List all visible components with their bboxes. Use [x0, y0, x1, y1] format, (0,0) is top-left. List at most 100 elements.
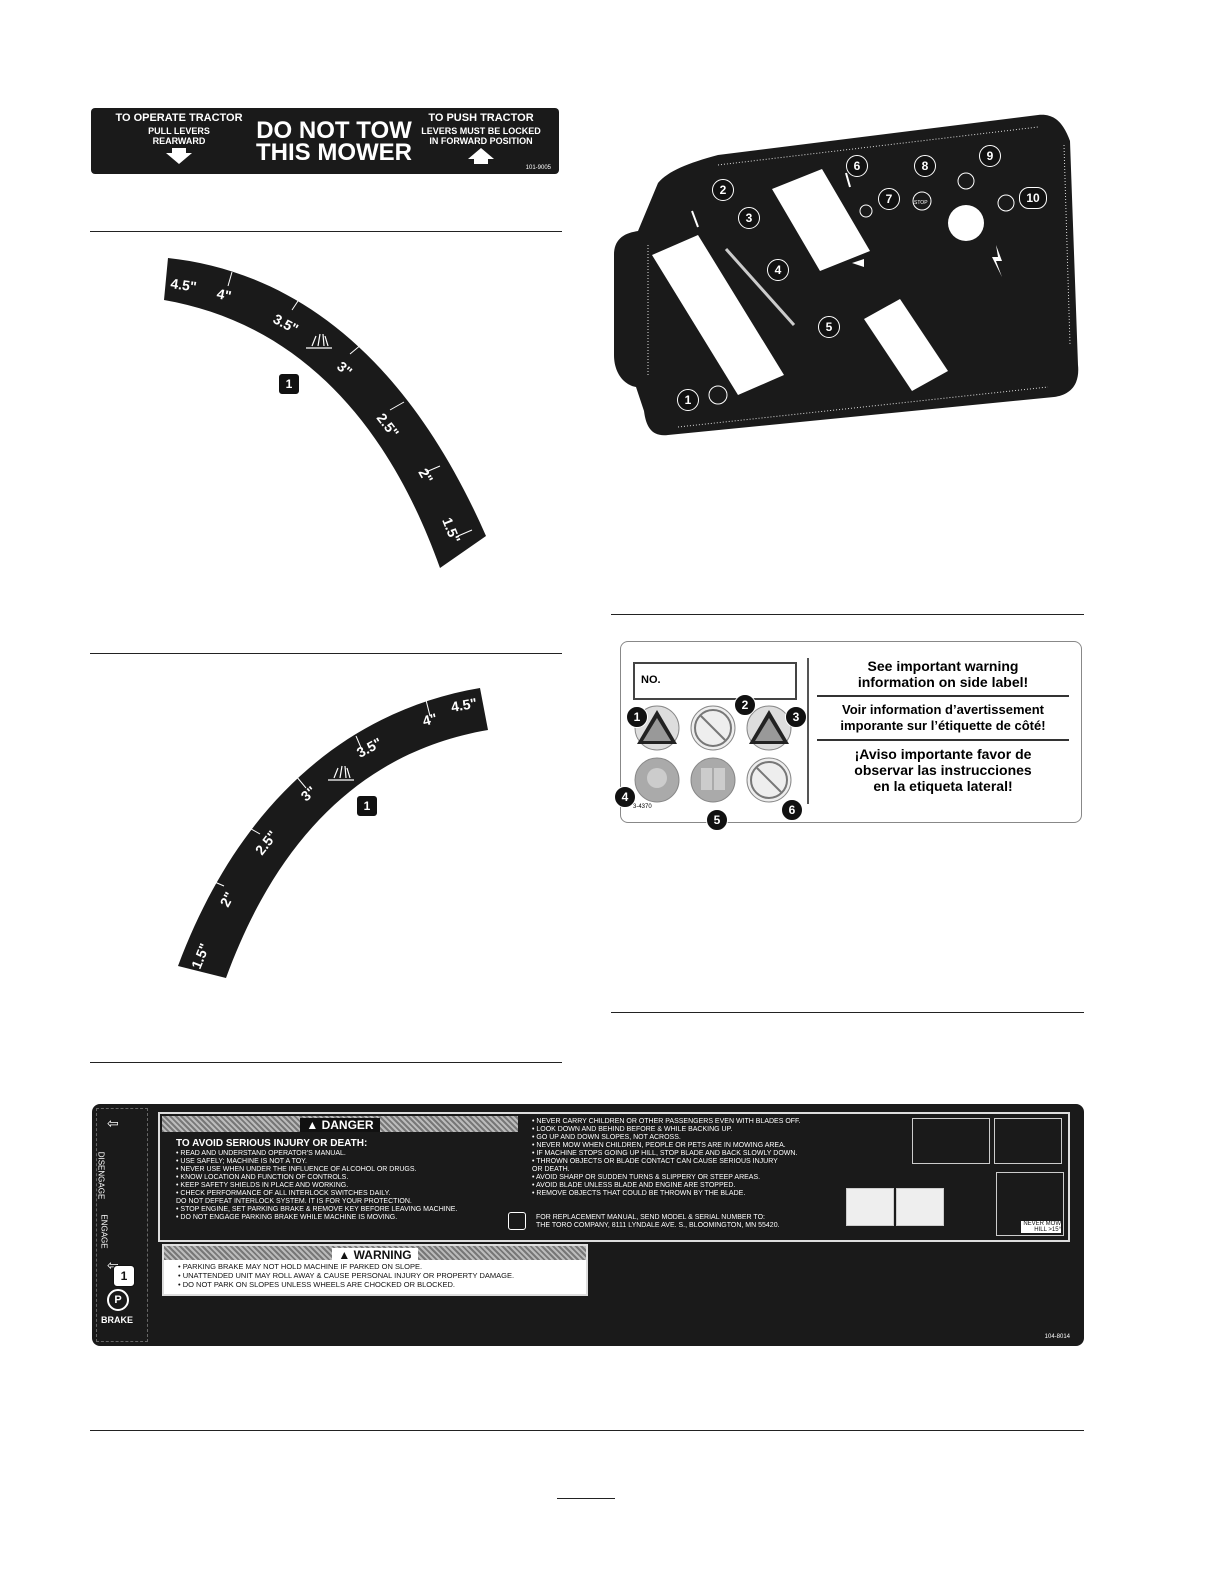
danger-bullet: • CHECK PERFORMANCE OF ALL INTERLOCK SWI…: [176, 1190, 391, 1197]
tick-label: 4.5": [170, 275, 198, 294]
push-title: TO PUSH TRACTOR: [428, 112, 534, 124]
callout-1: 1: [113, 1265, 135, 1287]
page-number-rule: [557, 1498, 615, 1499]
arrow-down-icon: [166, 148, 192, 164]
parking-brake-icon: P: [107, 1289, 129, 1311]
danger-bullet: • AVOID BLADE UNLESS BLADE AND ENGINE AR…: [532, 1182, 736, 1189]
danger-bullet: • USE SAFELY; MACHINE IS NOT A TOY.: [176, 1158, 307, 1165]
headlight-icon: [852, 259, 864, 267]
callout-8: 8: [914, 155, 936, 177]
danger-title: ▲ DANGER: [300, 1118, 380, 1132]
spanish-line1: ¡Aviso importante favor de: [854, 746, 1032, 762]
warning-title-text: WARNING: [353, 1248, 412, 1262]
blade-cut-warning-icon: [746, 705, 792, 751]
danger-bullet: DO NOT DEFEAT INTERLOCK SYSTEM. IT IS FO…: [176, 1198, 412, 1205]
warning-panel: ▲ WARNING • PARKING BRAKE MAY NOT HOLD M…: [162, 1244, 588, 1296]
warning-header: ▲ WARNING: [164, 1246, 586, 1262]
warning-bullet: • DO NOT PARK ON SLOPES UNLESS WHEELS AR…: [178, 1280, 455, 1289]
grass-cut-icon: [328, 765, 354, 781]
danger-bullet: • KEEP SAFETY SHIELDS IN PLACE AND WORKI…: [176, 1182, 349, 1189]
replacement-line2: THE TORO COMPANY, 8111 LYNDALE AVE. S., …: [536, 1222, 780, 1229]
key-run-icon: [957, 172, 975, 190]
danger-bullet: • REMOVE OBJECTS THAT COULD BE THROWN BY…: [532, 1190, 746, 1197]
no-riders-pictogram-icon: [912, 1118, 990, 1164]
eye-protection-icon: [634, 757, 680, 803]
danger-bullet: • KNOW LOCATION AND FUNCTION OF CONTROLS…: [176, 1174, 349, 1181]
number-box: NO.: [633, 662, 797, 700]
do-not-tow-line2: THIS MOWER: [256, 139, 412, 166]
callout-9: 9: [979, 145, 1001, 167]
spanish-line3: en la etiqueta lateral!: [873, 778, 1013, 794]
callout-4: 4: [614, 786, 636, 808]
french-line1: Voir information d’avertissement: [841, 702, 1045, 717]
light-indicator-icon: [859, 204, 873, 218]
push-line2: IN FORWARD POSITION: [429, 136, 533, 146]
disengage-label: DISENGAGE: [96, 1151, 106, 1200]
slope-pictogram-icon: NEVER MOW HILL >15°: [996, 1172, 1064, 1236]
tick-label: 2": [217, 889, 238, 909]
divider: [90, 1430, 1084, 1431]
danger-bullet: • NEVER USE WHEN UNDER THE INFLUENCE OF …: [176, 1166, 417, 1173]
divider: [90, 653, 562, 654]
danger-bullet: • AVOID SHARP OR SUDDEN TURNS & SLIPPERY…: [532, 1174, 761, 1181]
callout-7: 7: [878, 188, 900, 210]
vertical-divider: [807, 658, 809, 804]
callout-6: 6: [781, 799, 803, 821]
number-label: NO.: [641, 674, 661, 686]
divider: [90, 1062, 562, 1063]
blade-hand-pictogram-icon: [846, 1188, 894, 1226]
no-riders-icon: [690, 705, 736, 751]
never-mow-label: NEVER MOW HILL >15°: [1021, 1221, 1061, 1233]
callout-5: 5: [818, 316, 840, 338]
blade-foot-pictogram-icon: [896, 1188, 944, 1226]
callout-6: 6: [846, 155, 868, 177]
callout-1: 1: [278, 373, 300, 395]
key-icon: [708, 385, 728, 405]
danger-bullet: • LOOK DOWN AND BEHIND BEFORE & WHILE BA…: [532, 1126, 733, 1133]
english-line2: information on side label!: [857, 674, 1029, 690]
engage-arrow-icon: ⇦: [107, 1257, 119, 1273]
callout-10: 10: [1019, 187, 1047, 209]
lightning-icon: [992, 245, 1002, 277]
danger-bullet: • THROWN OBJECTS OR BLADE CONTACT CAN CA…: [532, 1158, 778, 1165]
callout-1: 1: [626, 706, 648, 728]
callout-5: 5: [706, 809, 728, 831]
callout-3: 3: [738, 207, 760, 229]
tick-label: 4.5": [450, 695, 478, 715]
warning-bullet: • UNATTENDED UNIT MAY ROLL AWAY & CAUSE …: [178, 1271, 515, 1280]
divider: [611, 1012, 1084, 1013]
do-not-tow-line1: DO NOT TOW: [256, 117, 412, 144]
danger-bullet: OR DEATH.: [532, 1166, 570, 1173]
danger-bullet: • READ AND UNDERSTAND OPERATOR'S MANUAL.: [176, 1150, 346, 1157]
side-warning-decal: NO. 3-4370: [620, 641, 1082, 823]
do-not-tow-decal: TO OPERATE TRACTOR PULL LEVERS REARWARD …: [91, 108, 559, 174]
danger-title-text: DANGER: [321, 1118, 374, 1132]
keep-children-away-icon: [746, 757, 792, 803]
stop-key-icon: [912, 191, 932, 211]
danger-heading: TO AVOID SERIOUS INJURY OR DEATH:: [176, 1138, 368, 1149]
stop-label: STOP: [914, 200, 928, 206]
english-line1: See important warning: [867, 658, 1019, 674]
danger-bullet: • GO UP AND DOWN SLOPES, NOT ACROSS.: [532, 1134, 681, 1141]
operate-line2: REARWARD: [152, 136, 206, 146]
push-line1: LEVERS MUST BE LOCKED: [421, 126, 541, 136]
callout-2: 2: [712, 179, 734, 201]
operate-title: TO OPERATE TRACTOR: [115, 112, 243, 124]
callout-4: 4: [767, 259, 789, 281]
replacement-line1: FOR REPLACEMENT MANUAL, SEND MODEL & SER…: [536, 1214, 765, 1221]
disengage-arrow-icon: ⇦: [107, 1115, 119, 1131]
key-start-icon: [997, 194, 1015, 212]
callout-3: 3: [785, 706, 807, 728]
brake-label: BRAKE: [101, 1315, 134, 1325]
divider: [611, 614, 1084, 615]
danger-panel: ▲ DANGER TO AVOID SERIOUS INJURY OR DEAT…: [158, 1112, 1070, 1242]
danger-bullet: • NEVER MOW WHEN CHILDREN, PEOPLE OR PET…: [532, 1142, 786, 1149]
callout-1: 1: [677, 389, 699, 411]
grass-cut-icon: [306, 333, 332, 349]
warning-title: ▲ WARNING: [332, 1248, 418, 1262]
arrow-up-icon: [468, 148, 494, 164]
divider: [817, 739, 1069, 741]
height-of-cut-decal-a: 4.5" 4" 3.5" 3" 2.5" 2" 1.5": [164, 258, 486, 568]
thrown-object-pictogram-icon: [950, 1190, 990, 1226]
danger-bullet: • NEVER CARRY CHILDREN OR OTHER PASSENGE…: [532, 1118, 801, 1125]
